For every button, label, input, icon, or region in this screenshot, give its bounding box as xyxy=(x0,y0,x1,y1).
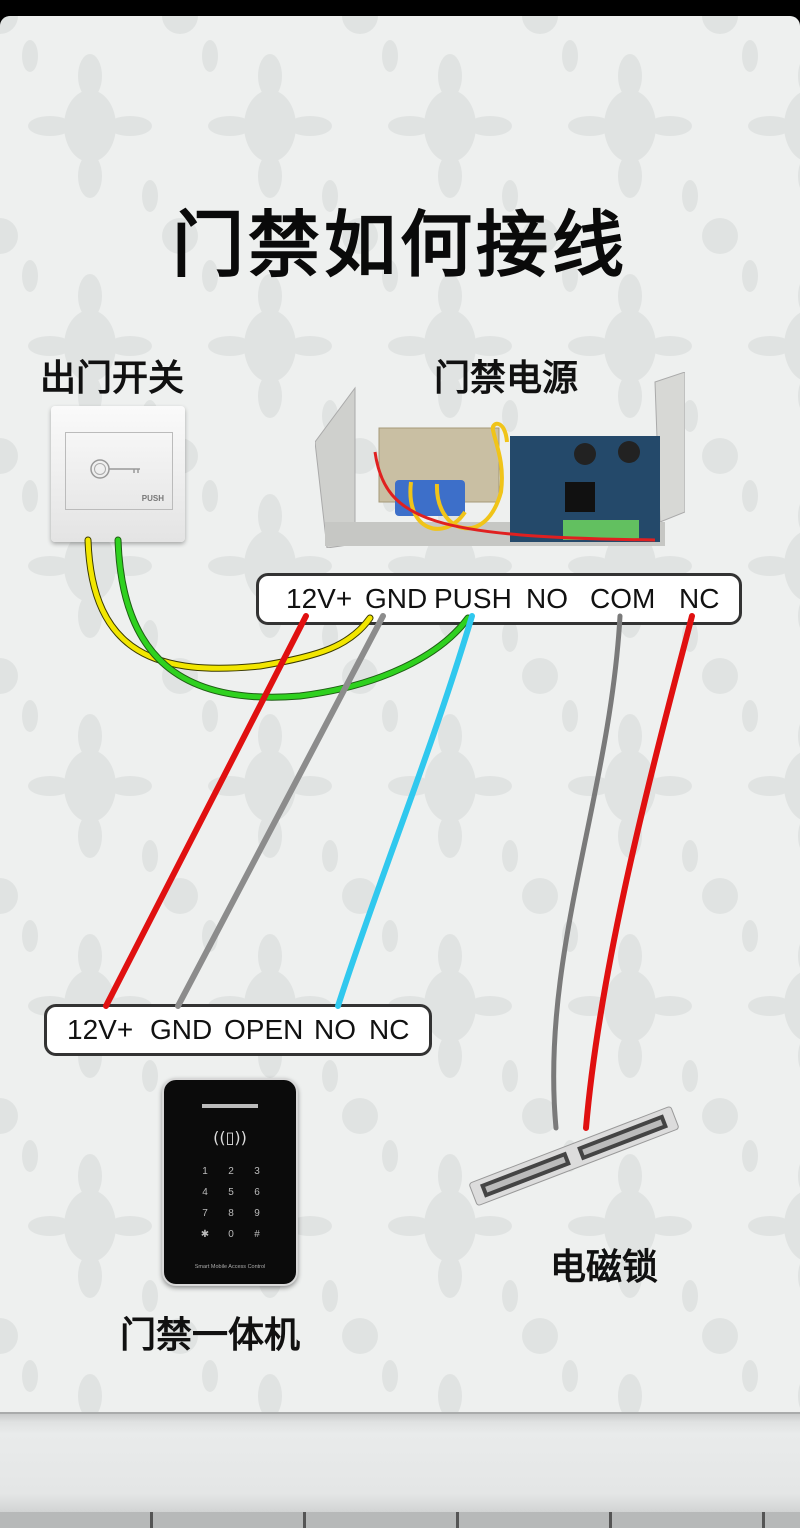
exit-switch: PUSH xyxy=(51,406,185,542)
terminal-no: NO xyxy=(526,583,568,614)
key: 1 xyxy=(202,1166,208,1177)
wiring-diagram: 门禁如何接线 出门开关 门禁电源 PUSH 12V+ GND PUSH NO xyxy=(0,16,800,1528)
key: 4 xyxy=(202,1187,208,1198)
terminal-gnd: GND xyxy=(150,1014,213,1045)
power-supply-unit xyxy=(315,372,685,548)
key: 8 xyxy=(228,1208,234,1219)
key: 3 xyxy=(254,1166,260,1177)
key: 0 xyxy=(228,1229,234,1240)
access-control-keypad: ((▯)) 1 2 3 4 5 6 7 8 9 ✱ 0 # Smart Mobi… xyxy=(162,1078,298,1286)
brand-text: Smart Mobile Access Control xyxy=(194,1264,266,1270)
key: 6 xyxy=(254,1187,260,1198)
terminal-gnd: GND xyxy=(365,583,428,614)
nfc-phone-icon: ((▯)) xyxy=(213,1128,247,1147)
terminal-nc: NC xyxy=(369,1014,410,1045)
switch-plate: PUSH xyxy=(65,432,173,510)
power-supply-label: 门禁电源 xyxy=(434,358,579,399)
page-title: 门禁如何接线 xyxy=(171,203,628,287)
floor-baseboard xyxy=(0,1412,800,1528)
controller-label: 门禁一体机 xyxy=(120,1315,301,1356)
key: 2 xyxy=(228,1166,234,1177)
magnetic-lock xyxy=(469,1106,679,1206)
key: 7 xyxy=(202,1208,208,1219)
key: 5 xyxy=(228,1187,234,1198)
terminal-no: NO xyxy=(314,1014,356,1045)
baseboard xyxy=(0,1412,800,1514)
terminal-12v: 12V+ xyxy=(67,1014,134,1045)
terminal-12v: 12V+ xyxy=(286,583,353,614)
terminal-open: OPEN xyxy=(224,1014,304,1045)
floor-tiles xyxy=(0,1512,800,1528)
terminal-nc: NC xyxy=(679,583,720,614)
keypad-keys: 1 2 3 4 5 6 7 8 9 ✱ 0 # xyxy=(192,1166,270,1240)
mag-lock-label: 电磁锁 xyxy=(550,1247,659,1288)
terminal-push: PUSH xyxy=(434,583,512,614)
terminal-com: COM xyxy=(590,583,656,614)
indicator-bar xyxy=(202,1104,258,1108)
exit-switch-label: 出门开关 xyxy=(40,358,185,399)
controller-terminal-strip: 12V+ GND OPEN NO NC xyxy=(44,1004,432,1056)
power-supply-terminal-strip: 12V+ GND PUSH NO COM NC xyxy=(256,573,742,625)
key: 9 xyxy=(254,1208,260,1219)
push-text: PUSH xyxy=(141,494,164,503)
key-icon xyxy=(90,459,140,479)
key: # xyxy=(254,1229,260,1240)
key: ✱ xyxy=(200,1229,210,1240)
